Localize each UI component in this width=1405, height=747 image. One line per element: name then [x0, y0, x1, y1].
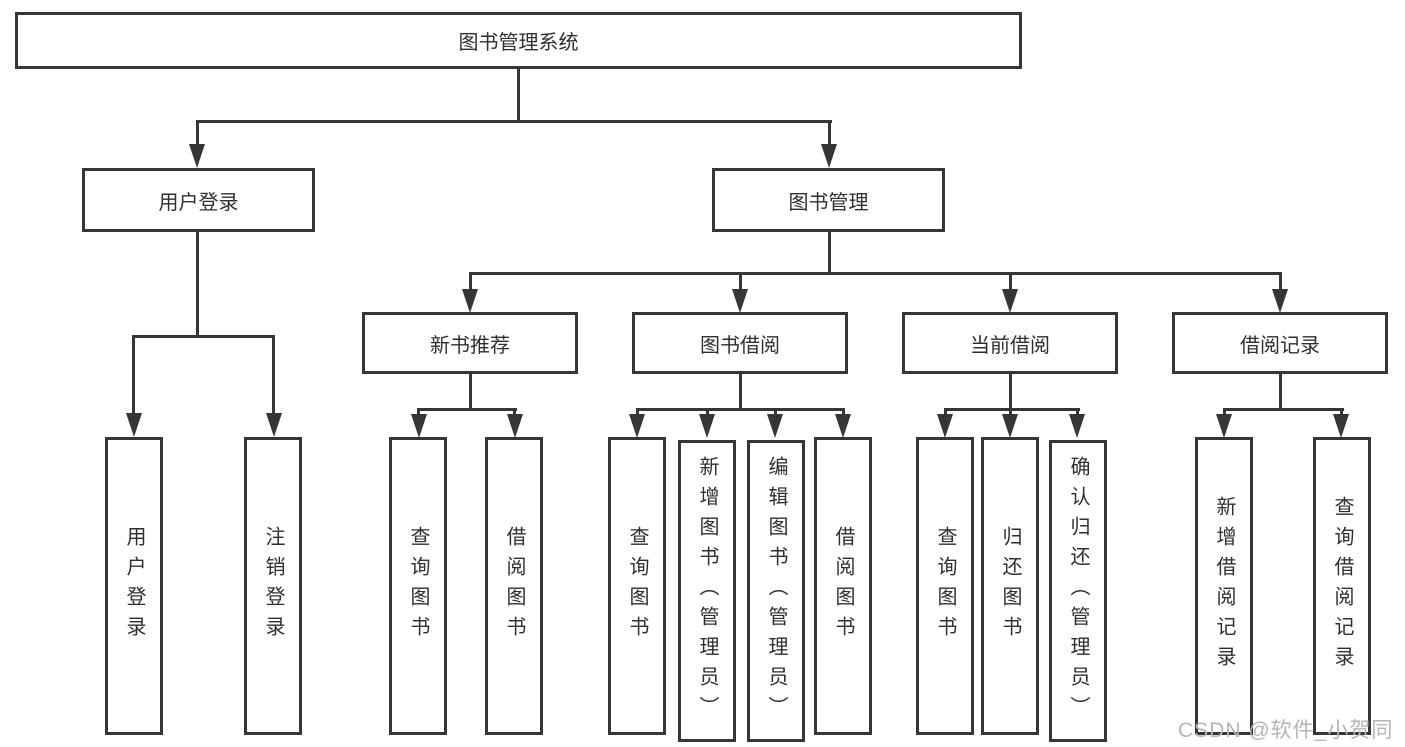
connector-hline — [1223, 408, 1344, 411]
connector-vline — [469, 374, 472, 411]
arrow-down — [835, 414, 851, 438]
connector-hline — [469, 272, 1282, 275]
arrow-down — [1069, 414, 1085, 438]
node-current-borrowing: 当前借阅 — [902, 312, 1118, 374]
arrow-down — [462, 289, 478, 313]
connector-vline — [739, 272, 742, 292]
watermark-text: CSDN @软件_小贺同学 — [1178, 719, 1394, 742]
leaf-add-borrow-record: 新增借阅记录 — [1195, 437, 1253, 735]
connector-vline — [774, 408, 777, 416]
connector-vline — [706, 408, 709, 416]
connector-vline — [1076, 408, 1079, 416]
connector-vline — [1009, 374, 1012, 411]
connector-vline — [1223, 408, 1226, 416]
node-book-borrowing: 图书借阅 — [632, 312, 848, 374]
node-library-management-system: 图书管理系统 — [15, 12, 1022, 69]
leaf-label: 借阅图书 — [503, 526, 525, 646]
leaf-borrow-books: 借阅图书 — [485, 437, 543, 735]
leaf-add-book-admin: 新增图书（管理员） — [678, 440, 736, 742]
connector-hline — [417, 408, 517, 411]
leaf-logout: 注销登录 — [244, 437, 302, 735]
connector-vline — [272, 335, 275, 415]
connector-vline — [944, 408, 947, 416]
arrow-down — [1216, 414, 1232, 438]
connector-vline — [517, 69, 520, 123]
connector-vline — [196, 232, 199, 338]
node-user-login: 用户登录 — [82, 168, 315, 232]
node-label: 图书管理 — [788, 191, 869, 214]
arrow-down — [126, 413, 142, 437]
connector-vline — [842, 408, 845, 416]
connector-hline — [636, 408, 845, 411]
leaf-user-login: 用户登录 — [105, 437, 163, 735]
connector-vline — [417, 408, 420, 416]
node-book-management: 图书管理 — [712, 168, 945, 232]
arrow-down — [1002, 289, 1018, 313]
connector-vline — [132, 335, 135, 415]
connector-vline — [828, 232, 831, 275]
leaf-label: 查询图书 — [626, 526, 648, 646]
node-label: 图书管理系统 — [458, 32, 579, 54]
connector-hline — [132, 335, 275, 338]
connector-vline — [1009, 272, 1012, 292]
arrow-down — [937, 414, 953, 438]
leaf-query-books-3: 查询图书 — [916, 437, 974, 735]
connector-hline — [944, 408, 1080, 411]
leaf-label: 注销登录 — [262, 526, 284, 646]
arrow-down — [507, 414, 523, 438]
leaf-query-borrow-record: 查询借阅记录 — [1313, 437, 1371, 735]
leaf-confirm-return-admin: 确认归还（管理员） — [1049, 440, 1107, 742]
arrow-down — [767, 414, 783, 438]
connector-vline — [636, 408, 639, 416]
leaf-return-book: 归还图书 — [981, 437, 1039, 735]
leaf-label: 确认归还（管理员） — [1067, 456, 1089, 726]
leaf-label: 归还图书 — [999, 526, 1021, 646]
connector-vline — [1340, 408, 1343, 416]
connector-hline — [196, 120, 832, 123]
leaf-label: 新增图书（管理员） — [696, 456, 718, 726]
leaf-label: 新增借阅记录 — [1213, 496, 1235, 676]
connector-vline — [196, 120, 199, 146]
connector-vline — [469, 272, 472, 292]
connector-vline — [828, 120, 831, 146]
node-label: 图书借阅 — [700, 334, 780, 357]
arrow-down — [1333, 414, 1349, 438]
connector-vline — [739, 374, 742, 411]
arrow-down — [1272, 289, 1288, 313]
leaf-query-books-2: 查询图书 — [608, 437, 666, 735]
leaf-label: 查询借阅记录 — [1331, 496, 1353, 676]
node-label: 当前借阅 — [970, 334, 1050, 357]
node-label: 新书推荐 — [430, 334, 510, 357]
connector-vline — [513, 408, 516, 416]
leaf-label: 用户登录 — [123, 526, 145, 646]
node-label: 用户登录 — [158, 191, 239, 214]
node-new-book-recommendation: 新书推荐 — [362, 312, 578, 374]
arrow-down — [189, 144, 205, 168]
leaf-label: 查询图书 — [934, 526, 956, 646]
arrow-down — [699, 414, 715, 438]
leaf-label: 查询图书 — [407, 526, 429, 646]
node-label: 借阅记录 — [1240, 334, 1320, 357]
leaf-query-books: 查询图书 — [389, 437, 447, 735]
leaf-label: 借阅图书 — [832, 526, 854, 646]
leaf-borrow-books-2: 借阅图书 — [814, 437, 872, 735]
arrow-down — [1002, 414, 1018, 438]
leaf-edit-book-admin: 编辑图书（管理员） — [747, 440, 805, 742]
arrow-down — [821, 144, 837, 168]
arrow-down — [411, 414, 427, 438]
node-borrow-records: 借阅记录 — [1172, 312, 1388, 374]
leaf-label: 编辑图书（管理员） — [765, 456, 787, 726]
connector-vline — [1279, 272, 1282, 292]
connector-vline — [1009, 408, 1012, 416]
connector-vline — [1279, 374, 1282, 411]
arrow-down — [266, 413, 282, 437]
arrow-down — [629, 414, 645, 438]
arrow-down — [732, 289, 748, 313]
